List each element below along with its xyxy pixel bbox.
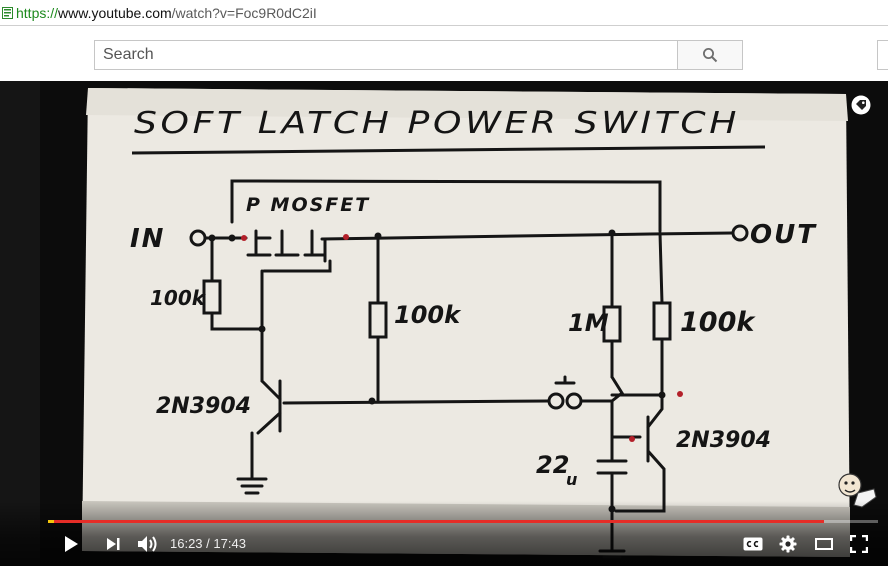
label-cap: 22 [536, 451, 569, 479]
theater-icon [815, 538, 833, 550]
progress-chapter-marker [48, 520, 54, 523]
player-controls: 16:23 / 17:43 [0, 527, 888, 561]
label-r-1m: 1M [568, 309, 609, 337]
label-in: IN [130, 224, 165, 254]
settings-button[interactable] [774, 527, 802, 561]
next-button[interactable] [98, 527, 128, 561]
progress-bar[interactable] [48, 520, 878, 523]
fullscreen-icon [850, 535, 868, 553]
label-r-out: 100k [680, 307, 756, 338]
play-button[interactable] [56, 527, 86, 561]
address-bar[interactable]: https://www.youtube.com/watch?v=Foc9R0dC… [0, 0, 888, 26]
time-display: 16:23 / 17:43 [170, 536, 246, 551]
page-icon [2, 6, 13, 19]
theater-mode-button[interactable] [810, 527, 838, 561]
subtitles-icon [743, 537, 763, 551]
fullscreen-button[interactable] [845, 527, 873, 561]
label-r-gate: 100k [394, 301, 462, 329]
mute-button[interactable] [134, 527, 162, 561]
label-p-mosfet: P MOSFET [246, 194, 370, 216]
url-scheme: https:// [16, 4, 59, 21]
url-text: https://www.youtube.com/watch?v=Foc9R0dC… [16, 5, 317, 21]
video-frame: SOFT LATCH POWER SWITCH [0, 81, 888, 566]
label-r-in: 100k [150, 286, 207, 310]
current-time: 16:23 [170, 536, 203, 551]
search-icon [703, 48, 718, 63]
subtitles-button[interactable] [738, 527, 768, 561]
play-icon [65, 536, 78, 552]
search-input[interactable] [94, 40, 678, 70]
controls-gradient [0, 501, 888, 566]
url-host: www.youtube.com [58, 4, 172, 21]
label-cap-unit: u [566, 470, 577, 489]
label-out: OUT [750, 220, 817, 250]
time-separator: / [202, 536, 214, 551]
url-path: /watch?v=Foc9R0dC2iI [171, 4, 317, 21]
masthead-edge-control[interactable] [877, 40, 888, 70]
next-icon [107, 538, 120, 550]
label-q1: 2N3904 [156, 394, 251, 419]
progress-played [48, 520, 824, 523]
volume-icon [138, 536, 157, 552]
video-player[interactable]: SOFT LATCH POWER SWITCH [0, 81, 888, 566]
label-q2: 2N3904 [676, 428, 771, 453]
duration: 17:43 [213, 536, 246, 551]
masthead [0, 27, 888, 81]
tag-icon[interactable] [851, 95, 871, 115]
settings-icon [779, 535, 797, 553]
search-button[interactable] [677, 40, 743, 70]
board-title: SOFT LATCH POWER SWITCH [134, 106, 740, 141]
